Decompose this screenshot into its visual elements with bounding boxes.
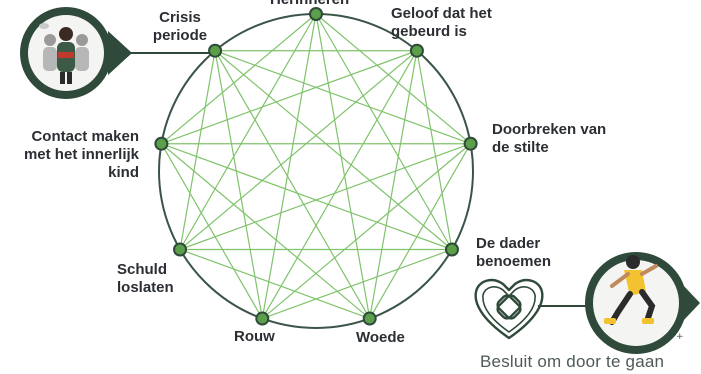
connection-line <box>179 248 370 320</box>
connection-line <box>214 50 263 319</box>
node-label-woede: Woede <box>356 329 405 346</box>
connection-line <box>369 143 472 319</box>
connection-lines <box>160 13 472 320</box>
outer-circle <box>158 13 474 329</box>
connection-line <box>179 50 418 250</box>
decision-caption: Besluit om door te gaan <box>480 352 665 371</box>
connection-line <box>214 50 471 145</box>
connection-line <box>214 50 453 250</box>
node-label-kind: Contact maken met het innerlijk kind <box>23 128 139 181</box>
svg-text:+: + <box>676 332 684 342</box>
connection-line <box>160 143 263 319</box>
connection-line <box>261 143 472 319</box>
node-dot-doorbreken <box>463 136 478 151</box>
connection-line <box>315 13 371 319</box>
connection-line <box>179 143 471 251</box>
connection-line <box>315 13 453 250</box>
node-label-crisis: Crisis periode <box>152 9 208 44</box>
node-dot-schuld <box>173 242 188 257</box>
connection-line <box>416 50 453 250</box>
nodes-group <box>154 7 478 326</box>
node-dot-dader <box>444 242 459 257</box>
connection-line <box>161 143 453 251</box>
start-badge <box>20 7 210 99</box>
person-group-icon <box>39 23 89 84</box>
connection-line <box>179 13 317 250</box>
node-label-dader: De dader benoemen <box>476 235 552 270</box>
connection-line <box>261 13 317 319</box>
node-dot-herinneren <box>309 7 323 21</box>
node-dot-crisis <box>208 43 223 58</box>
connection-line <box>214 50 371 319</box>
node-dot-kind <box>154 136 169 151</box>
running-person-icon <box>604 255 658 325</box>
node-dot-woede <box>362 311 377 326</box>
connection-line <box>261 50 418 319</box>
node-dot-geloof <box>409 43 424 58</box>
connection-line <box>369 50 418 319</box>
connection-line <box>161 50 418 145</box>
connection-line <box>315 13 472 145</box>
end-badge: + <box>538 252 700 354</box>
connection-line <box>160 13 317 145</box>
connection-line <box>160 143 371 319</box>
node-label-doorbreken: Doorbreken van de stilte <box>492 121 607 156</box>
node-label-schuld: Schuld loslaten <box>117 261 174 296</box>
node-label-rouw: Rouw <box>234 328 275 345</box>
node-label-geloof: Geloof dat het gebeurd is <box>391 5 492 40</box>
node-dot-rouw <box>255 311 270 326</box>
connection-line <box>179 50 216 250</box>
node-label-herinneren: Herinneren <box>270 0 349 9</box>
connection-line <box>262 248 453 320</box>
heart-bandage-icon <box>474 278 544 340</box>
